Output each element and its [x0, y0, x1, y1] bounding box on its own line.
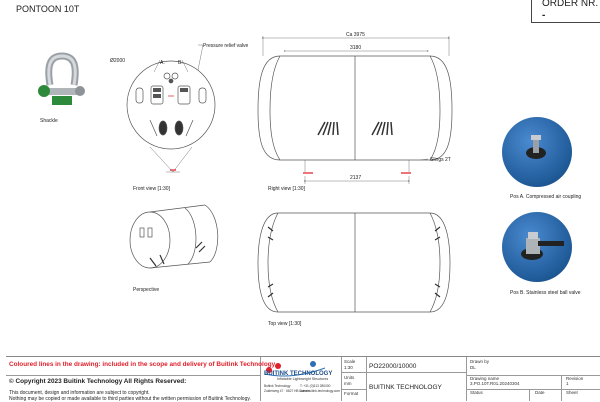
right-view-grips	[317, 121, 393, 136]
address-line-2: Zuiderweg 47 · 6827 HB Duiven	[264, 389, 310, 393]
drawing-name-value: 3.PO.10T.R01.20240304	[470, 381, 520, 386]
order-number-box	[531, 0, 600, 23]
pos-a-marker: A.	[160, 60, 165, 66]
copyright-notice: © Copyright 2023 Buitink Technology All …	[9, 378, 187, 385]
dim-body-length: 3180	[350, 45, 361, 51]
top-view-label: Top view [1:30]	[268, 321, 302, 327]
front-view-handles	[149, 119, 194, 137]
drawing-title: PONTOON 10T	[16, 4, 80, 14]
revision-value: 1	[566, 381, 569, 386]
logo-name: BUITINK TECHNOLOGY	[264, 371, 333, 377]
colored-lines-note: Coloured lines in the drawing: included …	[9, 361, 276, 368]
disclaimer-line-2: Nothing may be copied or made available …	[9, 396, 251, 402]
drawn-by-label: Drawn by	[470, 359, 490, 364]
drawing-name-label: Drawing name	[470, 376, 500, 381]
scale-value: 1:30	[344, 365, 353, 370]
address-line-1: Buitink Technology	[264, 384, 291, 388]
sheet-label: Sheet	[566, 390, 578, 395]
status-label: Status	[470, 390, 483, 395]
drawing-id: PO22000/10000	[369, 363, 417, 370]
shackle-label: Shackle	[40, 118, 58, 124]
front-view	[126, 44, 216, 173]
company-name: BUITINK TECHNOLOGY	[369, 384, 442, 391]
compressed-air-coupling-photo	[502, 117, 572, 187]
date-label: Date	[535, 390, 545, 395]
top-view	[257, 212, 451, 313]
revision-label: Revision	[566, 376, 584, 381]
perspective-label: Perspective	[133, 287, 159, 293]
front-view-fittings	[135, 72, 207, 105]
right-view	[257, 36, 453, 184]
ball-valve-icon	[521, 232, 564, 260]
top-view-grips	[267, 226, 441, 298]
format-label: Format	[344, 391, 359, 396]
pos-a-caption: Pos A. Compressed air coupling	[510, 194, 581, 200]
front-view-label: Front view [1:30]	[133, 186, 171, 192]
slings-label: Slings 2T	[430, 157, 451, 163]
units-value: mm	[344, 381, 352, 386]
order-number-value: -	[542, 10, 546, 21]
perspective-grips	[149, 241, 206, 267]
units-label: Units	[344, 375, 355, 380]
air-coupling-icon	[526, 135, 546, 159]
dim-sling-distance: 2137	[350, 175, 361, 181]
ball-valve-photo	[502, 212, 572, 282]
disclaimer-line-1: This document, design and information ar…	[9, 390, 150, 396]
shackle-icon	[38, 52, 85, 105]
right-view-dims	[262, 36, 450, 184]
front-diameter-label: Ø2000	[110, 58, 125, 64]
technical-drawing: Ø2000 A. B. Pressure relief valve Ca 397…	[38, 32, 581, 327]
drawn-by-value: DL	[470, 365, 476, 370]
scale-label: Scale	[344, 359, 356, 364]
dim-overall-length: Ca 3975	[346, 32, 365, 38]
logo-tagline: Inflatable Lightweight Structures	[277, 377, 329, 381]
buitink-logo-icon	[264, 361, 326, 377]
pos-b-caption: Pos B. Stainless steel ball valve	[510, 290, 581, 296]
contact-line-2: www.buitink-technology.com	[300, 389, 340, 393]
contact-line-1: T: +31 (0)313 280000	[300, 384, 331, 388]
right-view-label: Right view [1:30]	[268, 186, 306, 192]
pressure-valve-label: Pressure relief valve	[203, 43, 249, 49]
perspective-view	[129, 204, 219, 269]
pos-b-marker: B.	[178, 60, 183, 66]
front-view-slings	[166, 169, 180, 173]
order-number-label: ORDER NR.	[542, 0, 599, 9]
title-block	[6, 356, 600, 401]
